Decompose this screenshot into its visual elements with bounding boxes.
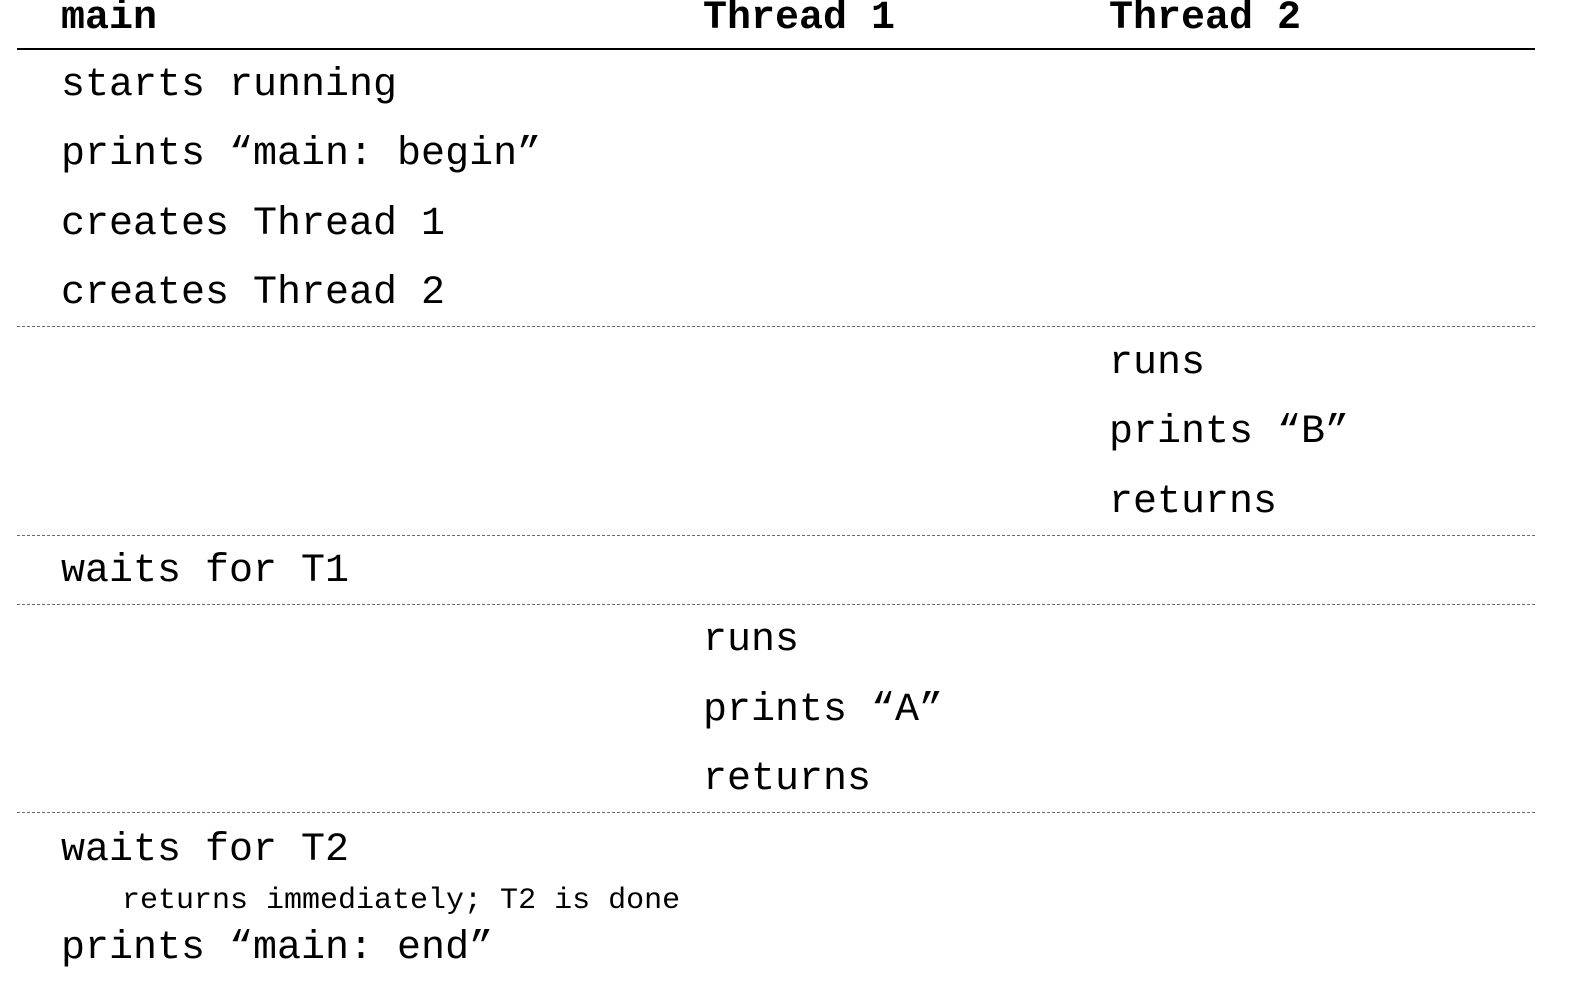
thread-1-step-returns: returns: [703, 757, 872, 802]
main-step-waits-for-t2: waits for T2: [61, 828, 350, 873]
column-header-main: main: [61, 0, 158, 41]
thread-2-step-runs: runs: [1109, 341, 1206, 386]
section-divider: [17, 812, 1535, 813]
section-divider: [17, 326, 1535, 327]
section-divider: [17, 535, 1535, 536]
main-step-creates-thread-1: creates Thread 1: [61, 202, 446, 247]
column-header-thread-2: Thread 2: [1109, 0, 1302, 41]
thread-2-step-prints-b: prints “B”: [1109, 410, 1350, 455]
main-step-waits-for-t2-note: returns immediately; T2 is done: [122, 884, 681, 918]
thread-2-step-returns: returns: [1109, 480, 1278, 525]
thread-1-step-prints-a: prints “A”: [703, 688, 944, 733]
thread-1-step-runs: runs: [703, 618, 800, 663]
main-step-prints-begin: prints “main: begin”: [61, 132, 542, 177]
column-header-thread-1: Thread 1: [703, 0, 896, 41]
main-step-prints-end: prints “main: end”: [61, 926, 494, 971]
main-step-creates-thread-2: creates Thread 2: [61, 271, 446, 316]
header-divider: [17, 48, 1535, 50]
section-divider: [17, 604, 1535, 605]
main-step-starts-running: starts running: [61, 63, 398, 108]
main-step-waits-for-t1: waits for T1: [61, 549, 350, 594]
